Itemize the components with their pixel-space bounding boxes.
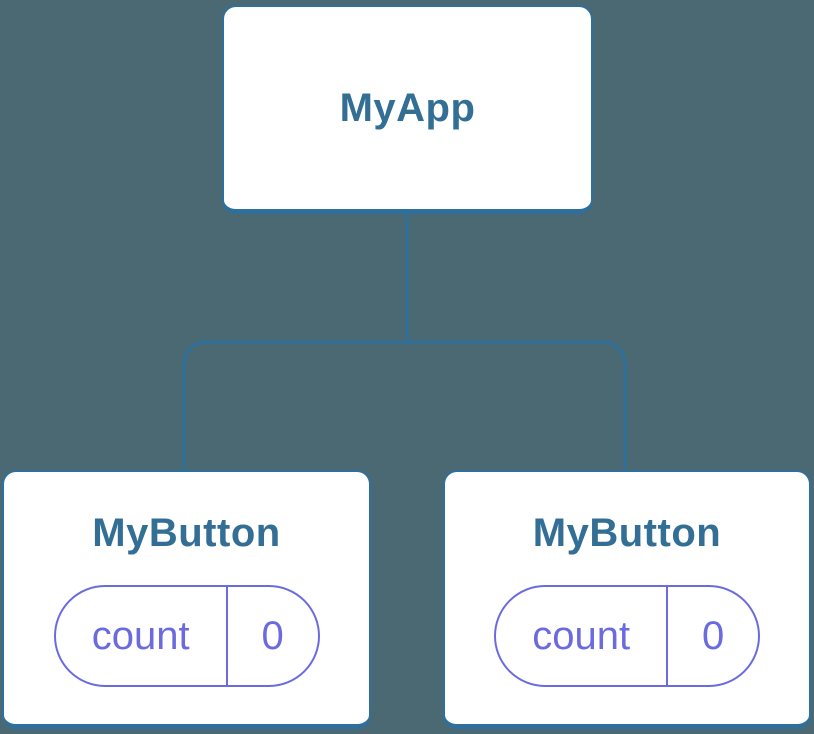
state-name: count: [56, 587, 228, 685]
node-mybutton-left: MyButton count 0: [2, 470, 371, 729]
state-pill: count 0: [53, 585, 320, 687]
state-value: 0: [702, 613, 725, 658]
node-mybutton-left-label: MyButton: [92, 511, 281, 555]
node-mybutton-right-label: MyButton: [532, 511, 722, 555]
state-pill: count 0: [494, 585, 760, 687]
state-value: 0: [261, 613, 284, 658]
node-myapp-label: MyApp: [339, 86, 476, 130]
children-bracket-line: [182, 340, 627, 470]
node-myapp: MyApp: [222, 5, 593, 214]
state-name: count: [496, 587, 669, 685]
node-mybutton-right: MyButton count 0: [443, 470, 811, 729]
